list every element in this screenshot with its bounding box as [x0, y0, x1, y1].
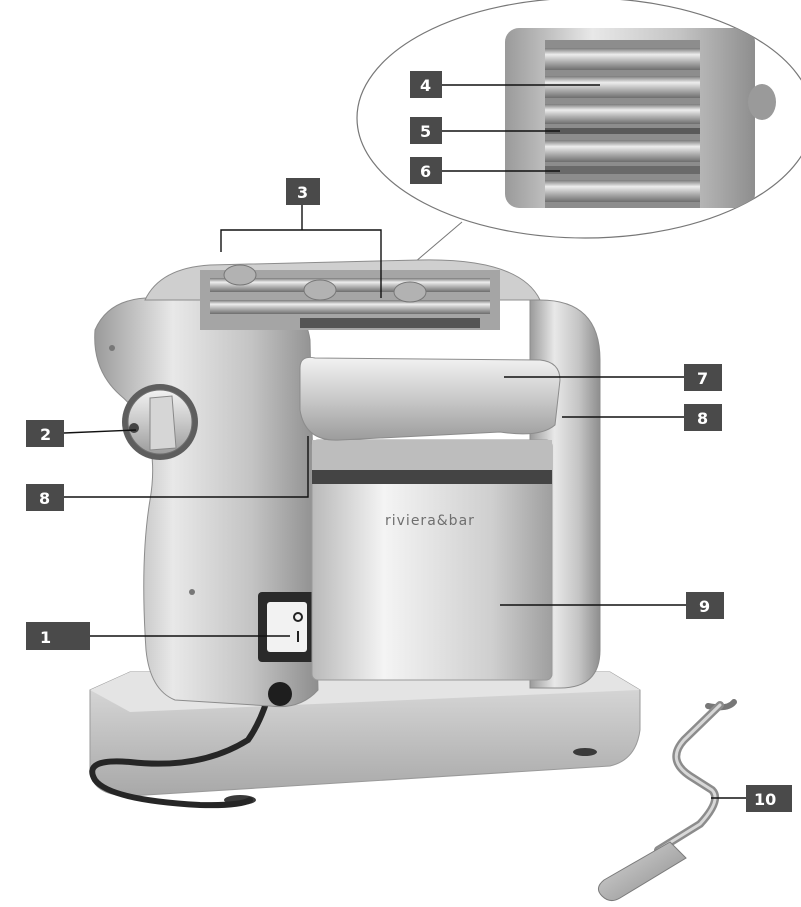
zoom-roller-a — [545, 48, 700, 70]
zoom-cutter-fine — [545, 128, 700, 134]
zoom-knob — [748, 84, 776, 120]
callout-label: 5 — [420, 122, 431, 141]
callout-7: 7 — [684, 364, 722, 391]
callout-5: 5 — [410, 117, 442, 144]
roller-housing: riviera&bar — [311, 439, 553, 681]
callout-label: 8 — [39, 489, 50, 508]
on-off-switch — [258, 592, 316, 662]
zoom-roller-c — [545, 104, 700, 124]
zoom-connector-line — [414, 221, 463, 263]
callout-box — [286, 178, 320, 205]
callout-label: 8 — [697, 409, 708, 428]
callout-box — [26, 420, 64, 447]
screw — [109, 345, 115, 351]
callout-9: 9 — [686, 592, 724, 619]
callout-box — [26, 484, 64, 511]
callout-1: 1 — [26, 622, 90, 650]
leader-lines — [63, 84, 746, 799]
leader-3-bracket — [220, 229, 382, 298]
callout-box — [686, 592, 724, 619]
callout-box — [746, 785, 792, 812]
callout-label: 10 — [754, 790, 776, 809]
dial-knob-center — [129, 423, 139, 433]
callout-4: 4 — [410, 71, 442, 98]
leader-8b — [64, 436, 309, 498]
callout-label: 7 — [697, 369, 708, 388]
zoom-cutter-wide — [545, 166, 700, 174]
callout-3: 3 — [286, 178, 320, 205]
zoom-roller-e — [545, 180, 700, 202]
zoom-roller-b — [545, 76, 700, 98]
callout-box — [684, 364, 722, 391]
callout-label: 1 — [40, 628, 51, 647]
callout-box — [26, 622, 90, 650]
leader-2 — [63, 429, 137, 434]
zoom-roller-d — [545, 140, 700, 162]
top-rollers — [144, 259, 541, 330]
brand-logo: riviera&bar — [385, 513, 475, 529]
callout-label: 3 — [297, 183, 308, 202]
callout-label: 4 — [420, 76, 431, 95]
callout-label: 6 — [420, 162, 431, 181]
power-cord — [89, 687, 273, 809]
callout-2: 2 — [26, 420, 64, 447]
callout-box — [410, 157, 442, 184]
zoom-inset — [356, 0, 801, 263]
callout-box — [410, 71, 442, 98]
callout-6: 6 — [410, 157, 442, 184]
callout-label: 9 — [699, 597, 710, 616]
callout-box — [684, 404, 722, 431]
cord-grommet — [268, 682, 292, 706]
crank-handle — [598, 699, 737, 902]
callout-8a: 8 — [684, 404, 722, 431]
callout-label: 2 — [40, 425, 51, 444]
zoom-rollers-detail — [505, 28, 776, 208]
screw — [189, 589, 195, 595]
callout-box — [410, 117, 442, 144]
switch-off-mark — [293, 612, 303, 622]
callout-8b: 8 — [26, 484, 64, 511]
base-foot — [573, 748, 597, 756]
thickness-dial — [122, 384, 198, 460]
front-cover — [299, 357, 561, 441]
callout-10: 10 — [746, 785, 792, 812]
